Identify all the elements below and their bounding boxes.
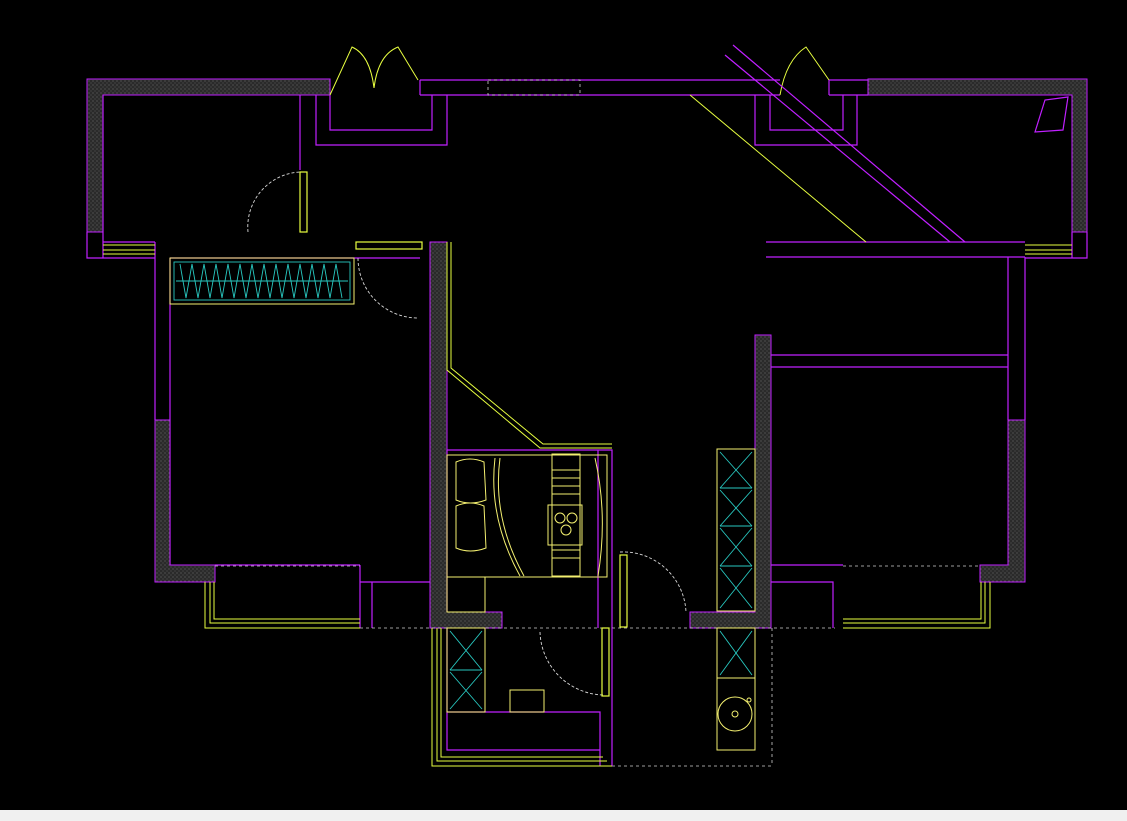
nightstand [446,576,486,613]
wall-top-left-inner [86,95,155,259]
window-bottom-right [843,582,991,629]
wall-top-middle [419,79,780,96]
door-left-bedroom-swing [357,257,419,319]
wall-central-left-hatch [429,241,503,629]
wall-top-right-frame [828,79,1088,259]
desk [509,689,545,713]
wall-top-right-hatch [867,78,1088,233]
door-bathroom-swing [539,631,605,696]
corner-fixture [1034,96,1069,133]
door-closet-leaf [299,171,308,233]
tall-cabinet-x [719,451,753,609]
wardrobe [169,257,355,305]
wall-left-bedroom-hatch [154,419,216,583]
windows [103,94,1072,767]
door-bathroom-leaf [601,627,610,697]
diagonal-line [689,94,867,243]
wall-right-bedroom [771,257,1026,628]
furniture [169,96,1069,751]
door-left-bedroom-leaf [355,241,423,250]
bed-pillow-bottom [455,502,487,552]
status-strip [0,810,1127,821]
tall-cabinet [716,448,756,612]
window-top-middle [487,79,581,96]
wall-right-partition-hatch [689,334,772,629]
wall-right-bedroom-hatch [979,419,1026,583]
round-washbasin [717,696,753,732]
bed-runner [551,453,581,577]
bed [446,454,608,578]
window-right-side [1025,244,1072,255]
bed-edge [594,457,603,577]
bath-cabinet-x [449,630,483,710]
window-bathroom-bottom [431,628,612,767]
door-closet-swing [247,171,301,233]
window-left-side [103,244,155,255]
wardrobe-inner [173,261,351,301]
door-top-right [779,46,830,96]
wall-left-bedroom [103,241,420,565]
corridor-glass [446,242,612,449]
wall-bedroom-center [446,449,613,628]
window-bottom-left [204,582,360,629]
doors [247,44,966,697]
diagonal-walls [724,44,966,243]
wall-left-bedroom-bottom [215,564,432,628]
door-top-left-double [329,46,419,96]
bath-cabinet [446,627,486,713]
wall-closet-top-left [299,95,448,170]
wall-mid-right [766,241,1025,258]
vanity [716,677,756,751]
bed-pillow-top [455,458,487,504]
door-center-leaf [619,554,628,628]
walls [86,78,1088,767]
wall-closet-top-right [754,95,858,146]
wall-top-left-hatch [86,78,331,233]
bed-blanket-fold [493,457,525,577]
door-center-swing [619,551,687,613]
bed-fan-pad [547,504,583,546]
sink-cabinet-x [719,630,753,676]
